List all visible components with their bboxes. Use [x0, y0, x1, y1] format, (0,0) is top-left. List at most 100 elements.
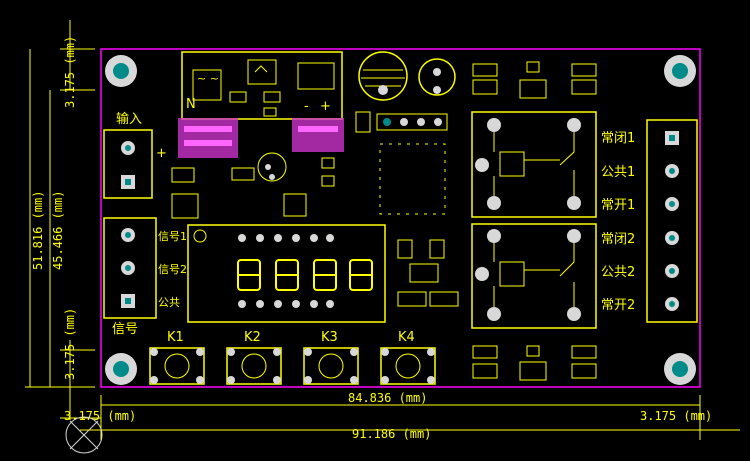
dimension-lines-horizontal: [60, 395, 740, 440]
dim-height-inner: 45.466 (mm): [51, 191, 65, 270]
smd-component: [171, 193, 199, 219]
smd-component: [263, 107, 277, 117]
smd-component: [526, 345, 540, 357]
smd-component: [472, 363, 498, 379]
display-pin: [326, 234, 334, 242]
terminal-block-icon: [103, 129, 153, 199]
smd-component: [229, 91, 247, 103]
terminal-block-icon: [103, 217, 157, 319]
digit-segment: [237, 259, 261, 291]
smd-component: [519, 79, 547, 99]
input-label: 输入: [116, 111, 142, 127]
terminal-block-icon: [646, 119, 698, 323]
header-4pin: [376, 113, 448, 131]
signal-label: 信号: [112, 322, 138, 337]
smd-component: [321, 175, 335, 187]
minus-mark: -: [304, 99, 309, 114]
tact-switch-icon: [303, 347, 359, 385]
sig2-label: 信号2: [158, 263, 187, 276]
k4-label: K4: [398, 330, 415, 345]
mounting-hole-icon: [105, 55, 137, 87]
mcu-footprint: [379, 143, 446, 215]
display-pin: [310, 300, 318, 308]
digit-segment: [313, 259, 337, 291]
smd-component: [263, 91, 281, 103]
transistor-icon: [257, 152, 287, 182]
relay1-no-label: 常开1: [601, 198, 635, 213]
relay-icon: [471, 223, 597, 329]
dim-bottom-right-horizontal: 3.175 (mm): [640, 409, 712, 423]
tact-switch-icon: [380, 347, 436, 385]
tact-switch-icon: [226, 347, 282, 385]
smd-component: [526, 61, 540, 73]
smd-component: [472, 63, 498, 77]
relay2-com-label: 公共2: [601, 265, 635, 280]
smd-component: [571, 79, 597, 95]
dim-height-outer: 51.816 (mm): [31, 191, 45, 270]
dim-bottom-left-vertical: 3.175 (mm): [63, 308, 77, 380]
display-pin: [238, 234, 246, 242]
display-pin: [326, 300, 334, 308]
dim-bottom-left-horizontal: 3.175 (mm): [64, 409, 136, 423]
digit-segment: [349, 259, 373, 291]
relay1-nc-label: 常闭1: [601, 131, 635, 146]
k1-label: K1: [167, 330, 184, 345]
smd-component: [571, 363, 597, 379]
plus-label: +: [156, 146, 167, 161]
smd-component: [571, 345, 597, 359]
smd-pad-cluster-right: [292, 118, 344, 152]
smd-component: [397, 239, 413, 259]
bridge-rectifier: [192, 69, 222, 101]
smd-component: [355, 111, 371, 133]
display-pin: [274, 300, 282, 308]
k3-label: K3: [321, 330, 338, 345]
mounting-hole-icon: [105, 353, 137, 385]
power-module-outline: [181, 51, 343, 120]
display-pin: [256, 234, 264, 242]
display-pin: [292, 234, 300, 242]
display-pin: [274, 234, 282, 242]
smd-pad-cluster-left: [178, 118, 238, 158]
display-pin: [256, 300, 264, 308]
dim-top-left-vertical: 3.175 (mm): [63, 36, 77, 108]
smd-component: [397, 291, 427, 307]
seven-segment-display-icon: [187, 224, 386, 323]
smd-component: [231, 167, 255, 181]
dim-width-outer: 91.186 (mm): [352, 427, 431, 441]
mounting-hole-icon: [664, 55, 696, 87]
relay2-no-label: 常开2: [601, 298, 635, 313]
display-pin: [238, 300, 246, 308]
regulator-icon: [254, 65, 268, 73]
capacitor-large: [358, 51, 408, 101]
relay2-nc-label: 常闭2: [601, 232, 635, 247]
tact-switch-icon: [149, 347, 205, 385]
capacitor-small: [418, 58, 456, 96]
regulator-ic: [247, 59, 277, 85]
relay-icon: [471, 111, 597, 218]
common-label: 公共: [158, 296, 180, 309]
smd-component: [409, 263, 439, 283]
smd-component: [429, 291, 459, 307]
relay1-com-label: 公共1: [601, 165, 635, 180]
origin-marker-icon: [65, 416, 103, 454]
smd-component: [519, 361, 547, 381]
plus-mark: +: [320, 99, 331, 114]
display-pin: [310, 234, 318, 242]
diode: [171, 167, 195, 183]
sig1-label: 信号1: [158, 230, 187, 243]
smd-component: [472, 345, 498, 359]
dim-width-inner: 84.836 (mm): [348, 391, 427, 405]
k2-label: K2: [244, 330, 261, 345]
digit-segment: [275, 259, 299, 291]
smd-component: [571, 63, 597, 77]
inductor-pad: [297, 62, 335, 90]
bridge-marks: ~ ~: [197, 72, 219, 85]
display-pin: [292, 300, 300, 308]
mounting-hole-icon: [664, 353, 696, 385]
board-outline: [100, 48, 701, 388]
n-mark: N: [186, 97, 196, 112]
smd-component: [321, 157, 335, 169]
smd-component: [472, 79, 498, 95]
smd-component: [429, 239, 445, 259]
